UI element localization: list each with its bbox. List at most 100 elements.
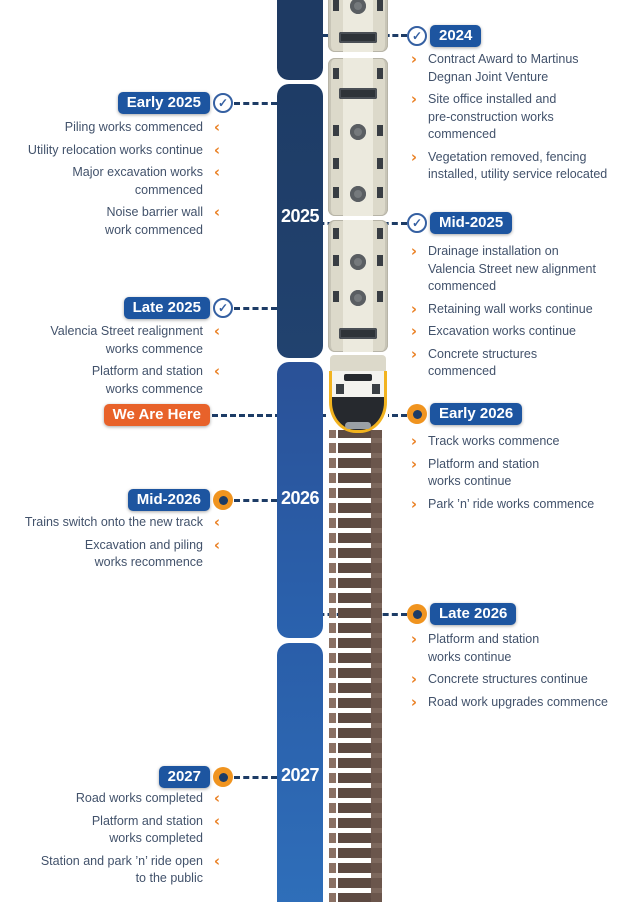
train-detail: [333, 228, 383, 239]
chevron-left-icon: ‹: [213, 322, 221, 340]
chevron-right-icon: ›: [410, 147, 418, 166]
milestone-item: ‹Platform and station works completed: [0, 813, 223, 848]
train-windshield-top: [344, 374, 372, 381]
rail-right: [371, 428, 382, 902]
chevron-left-icon: ‹: [213, 140, 221, 159]
train-illustration: [328, 0, 388, 433]
rail-left: [329, 428, 336, 902]
rail-track: [329, 428, 382, 902]
train-detail: [333, 0, 383, 11]
milestone-item: ‹ Valencia Street realignment works comme…: [0, 323, 223, 358]
milestone-item: › Concrete structures commenced: [408, 346, 633, 381]
badge-late-2025: Late 2025: [123, 297, 210, 319]
check-glyph: ✓: [217, 96, 229, 110]
train-detail: [333, 291, 383, 302]
bar-year-2027: 2027: [280, 765, 320, 785]
milestone-item: ‹Excavation and piling works recommence: [0, 537, 223, 572]
badge-early-2026: Early 2026: [430, 403, 523, 425]
chevron-left-icon: ‹: [213, 362, 221, 380]
train-door: [339, 328, 377, 339]
milestone-item: ›Vegetation removed, fencing installed, …: [408, 149, 633, 184]
train-detail: [333, 255, 383, 266]
train-nose-roof: [330, 355, 386, 371]
milestone-item-text: Piling works commenced: [64, 120, 203, 134]
train-nose: [328, 355, 388, 433]
train-detail: [333, 125, 383, 136]
milestone-item-text: Concrete structures commenced: [428, 346, 538, 379]
milestone-item: ›Platform and station works continue: [408, 456, 633, 491]
chevron-left-icon: ‹: [213, 203, 221, 221]
connector-early-2025: [234, 102, 277, 105]
progress-dot-icon: [407, 604, 427, 624]
milestone-item-text: Concrete structures continue: [428, 672, 588, 686]
milestone-item-text: Track works commence: [428, 434, 560, 448]
milestone-item-text: Platform and station works continue: [428, 632, 540, 664]
train-vent-icon: [350, 290, 366, 306]
badge-we-are-here: We Are Here: [103, 404, 210, 426]
chevron-right-icon: ›: [410, 322, 418, 340]
milestone-item-text: Noise barrier wall work commenced: [105, 205, 203, 237]
train-door: [339, 32, 377, 43]
milestone-list-2024: › Contract Award to Martinus Degnan Joint…: [408, 51, 633, 189]
train-door: [339, 88, 377, 99]
milestone-item: ‹ Piling works commenced: [0, 119, 223, 137]
milestone-item-text: Retaining wall works continue: [428, 301, 593, 316]
milestone-item-text: Contract Award to Martinus Degnan Joint …: [428, 52, 579, 84]
train-detail: [333, 68, 383, 79]
badge-early-2025: Early 2025: [117, 92, 210, 114]
timeline-bar-segment-2026: [277, 362, 323, 638]
milestone-item-text: Utility relocation works continue: [27, 142, 203, 157]
timeline-bar-segment-2027: [277, 643, 323, 902]
badge-2027: 2027: [158, 766, 210, 788]
milestone-item: › Excavation works continue: [408, 323, 633, 341]
chevron-right-icon: ›: [410, 670, 418, 688]
chevron-left-icon: ‹: [213, 811, 221, 830]
bar-year-2025: 2025: [280, 206, 320, 226]
milestone-item: › Platform and station works continue: [408, 631, 633, 666]
chevron-left-icon: ‹: [213, 789, 221, 807]
milestone-item-text: Drainage installation on Valencia Street…: [428, 244, 596, 293]
milestone-item-text: Valencia Street realignment works commen…: [50, 324, 203, 356]
milestone-item-text: Station and park ’n’ ride open to the pu…: [40, 853, 203, 886]
milestone-item: ‹Platform and station works commence: [0, 363, 223, 398]
chevron-left-icon: ‹: [213, 163, 221, 181]
train-car: [328, 220, 388, 352]
milestone-item: › Road work upgrades commence: [408, 694, 633, 712]
badge-2024: 2024: [430, 25, 482, 47]
milestone-list-late-2026: › Platform and station works continue › Co…: [408, 631, 633, 716]
check-circle-icon: ✓: [407, 213, 427, 233]
milestone-item-text: Platform and station works continue: [428, 456, 540, 489]
bar-year-2026: 2026: [280, 488, 320, 508]
train-vent-icon: [350, 0, 366, 14]
milestone-item-text: Site office installed and pre-constructi…: [428, 92, 557, 141]
chevron-right-icon: ›: [410, 344, 418, 363]
train-detail: [333, 158, 383, 169]
check-glyph: ✓: [217, 301, 229, 315]
milestone-item-text: Major excavation works commenced: [72, 165, 203, 197]
chevron-left-icon: ‹: [213, 535, 221, 554]
milestone-item-text: Road work upgrades commence: [428, 694, 608, 709]
milestone-item-text: Excavation works continue: [428, 324, 576, 338]
milestone-item: ›Retaining wall works continue: [408, 301, 633, 319]
chevron-right-icon: ›: [410, 494, 418, 513]
check-circle-icon: ✓: [213, 93, 233, 113]
chevron-right-icon: ›: [410, 630, 418, 648]
milestone-item: ›Drainage installation on Valencia Stree…: [408, 243, 633, 296]
train-nose-cab: [329, 371, 387, 397]
train-detail: [333, 187, 383, 198]
milestone-item: ‹ Station and park ’n’ ride open to the p…: [0, 853, 223, 888]
connector-2027: [234, 776, 277, 779]
milestone-list-mid-2025: › Drainage installation on Valencia Stree…: [408, 243, 633, 386]
badge-late-2026: Late 2026: [430, 603, 517, 625]
chevron-right-icon: ›: [410, 692, 418, 711]
milestone-item: ‹ Utility relocation works continue: [0, 142, 223, 160]
connector-late-2025: [234, 307, 277, 310]
milestone-list-early-2026: › Track works commence ›Platform and stat…: [408, 433, 633, 518]
milestone-item: ›Park ’n’ ride works commence: [408, 496, 633, 514]
chevron-left-icon: ‹: [213, 851, 221, 870]
milestone-item: ›Site office installed and pre-construct…: [408, 91, 633, 144]
milestone-item: ‹Road works completed: [0, 790, 223, 808]
chevron-left-icon: ‹: [213, 118, 221, 136]
milestone-list-early-2025: ‹ Piling works commenced ‹ Utility relocat…: [0, 119, 223, 244]
